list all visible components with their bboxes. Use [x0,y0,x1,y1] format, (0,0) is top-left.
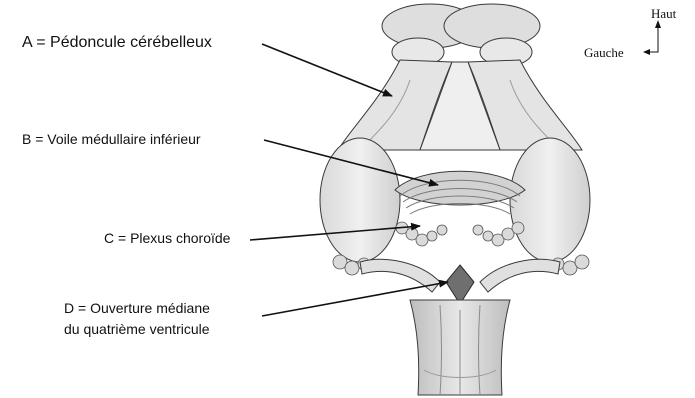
label-d-line1: D = Ouverture médiane [64,300,210,316]
cerebellar-peduncles [338,60,582,150]
orientation-up-label: Haut [651,6,676,22]
label-c: C = Plexus choroïde [104,230,230,246]
label-b: B = Voile médullaire inférieur [22,131,201,147]
orientation-indicator [643,20,661,55]
label-a: A = Pédoncule cérébelleux [22,34,212,52]
median-aperture [446,265,474,304]
colliculi [382,4,540,66]
orientation-left-label: Gauche [584,45,624,61]
medulla [410,300,510,395]
arrow-a [262,44,392,96]
label-d-line2: du quatrième ventricule [64,321,210,337]
inferior-medullary-velum [395,171,525,214]
